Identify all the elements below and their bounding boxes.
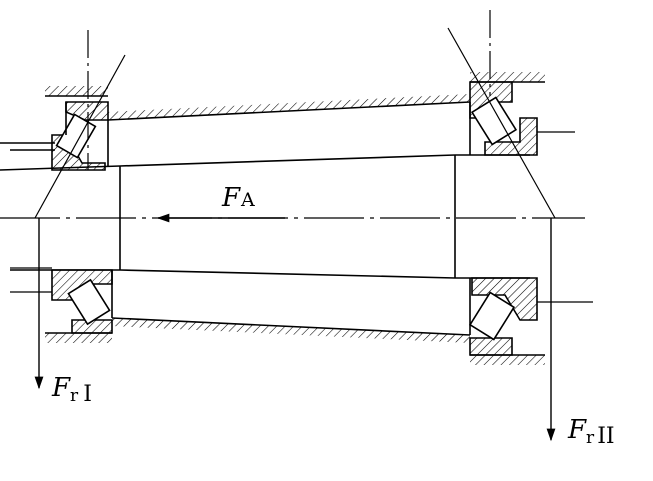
bearing-1-lower [51,269,113,334]
axial-force-label: FA [221,183,255,213]
pressure-line-1 [34,54,126,219]
pressure-line-2 [447,27,556,219]
bearing-2-upper [469,81,538,156]
bearing-1-upper [51,101,109,171]
housing-top [45,72,545,121]
bearing-2-lower [468,277,538,356]
